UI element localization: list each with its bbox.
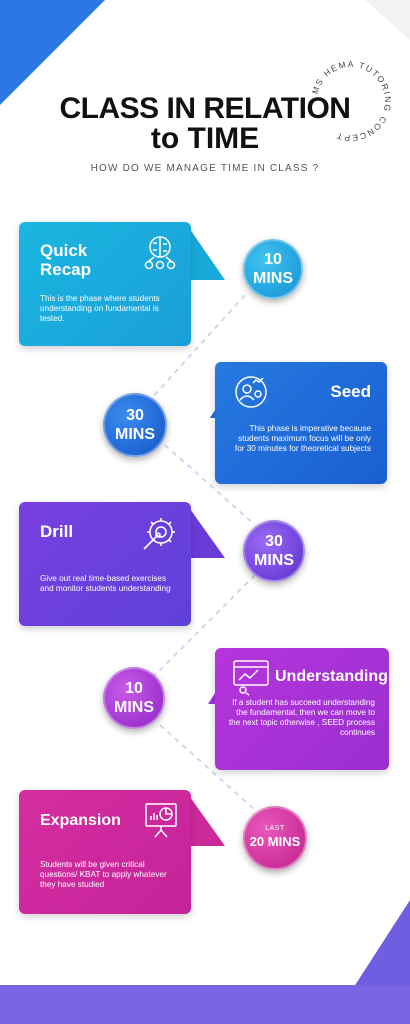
- phase-title: Quick Recap: [40, 241, 92, 279]
- time-value: 20 MINS: [249, 834, 301, 849]
- page-subtitle: HOW DO WE MANAGE TIME IN CLASS ?: [90, 163, 320, 174]
- phase-description: This phase is imperative because student…: [234, 424, 371, 453]
- tutoring-stamp: MS HEMA TUTORING CONCEPT: [310, 59, 392, 143]
- time-value: 10: [125, 680, 143, 697]
- time-unit: MINS: [115, 426, 155, 443]
- person-gear-analytics-icon: [235, 376, 267, 408]
- time-unit: MINS: [253, 270, 293, 287]
- time-unit: MINS: [114, 699, 154, 716]
- phase-title: Drill: [40, 522, 74, 541]
- phase-card-understanding: Understanding If a student has succeed u…: [215, 648, 389, 770]
- top-left-corner-triangle: [0, 0, 105, 105]
- page-title-line1: CLASS IN RELATION: [59, 92, 351, 125]
- time-badge-understanding: 10 MINS: [103, 667, 165, 729]
- phase-description: If a student has succeed understanding t…: [228, 698, 375, 737]
- top-right-corner-shade: [365, 0, 410, 40]
- phase-description: Students will be given critical question…: [40, 860, 167, 889]
- phase-card-expansion: Expansion Students will be given critica…: [19, 790, 191, 914]
- time-badge-expansion: LAST 20 MINS: [243, 806, 307, 870]
- presentation-board-icon: [145, 803, 177, 838]
- time-value: 30: [265, 533, 283, 550]
- time-unit: MINS: [254, 552, 294, 569]
- recap-card-pointer: [185, 222, 225, 280]
- footer-band: [0, 985, 410, 1024]
- phase-card-drill: Drill Give out real time-based exercises…: [19, 502, 191, 626]
- page-title-line2: to TIME: [150, 122, 260, 155]
- time-value: 10: [264, 251, 282, 268]
- time-badge-quick-recap: 10 MINS: [243, 239, 303, 299]
- time-prefix: LAST: [265, 825, 285, 832]
- phase-title: Seed: [330, 382, 371, 401]
- phase-title: Understanding: [275, 668, 388, 685]
- drill-card-pointer: [185, 502, 225, 558]
- gear-wrench-icon: [143, 518, 175, 550]
- time-badge-seed: 30 MINS: [103, 393, 167, 457]
- phase-card-seed: Seed This phase is imperative because st…: [215, 362, 387, 484]
- phase-title: Expansion: [40, 812, 121, 829]
- chart-board-icon: [233, 660, 269, 696]
- phase-card-quick-recap: Quick Recap This is the phase where stud…: [19, 222, 191, 346]
- phase-description: This is the phase where students underst…: [40, 294, 160, 323]
- time-badge-drill: 30 MINS: [243, 520, 305, 582]
- time-value: 30: [126, 407, 144, 424]
- phase-description: Give out real time-based exercises and m…: [40, 574, 171, 593]
- brain-gears-icon: [144, 236, 176, 270]
- expansion-card-pointer: [185, 790, 225, 846]
- timeline-connectors: [149, 294, 256, 811]
